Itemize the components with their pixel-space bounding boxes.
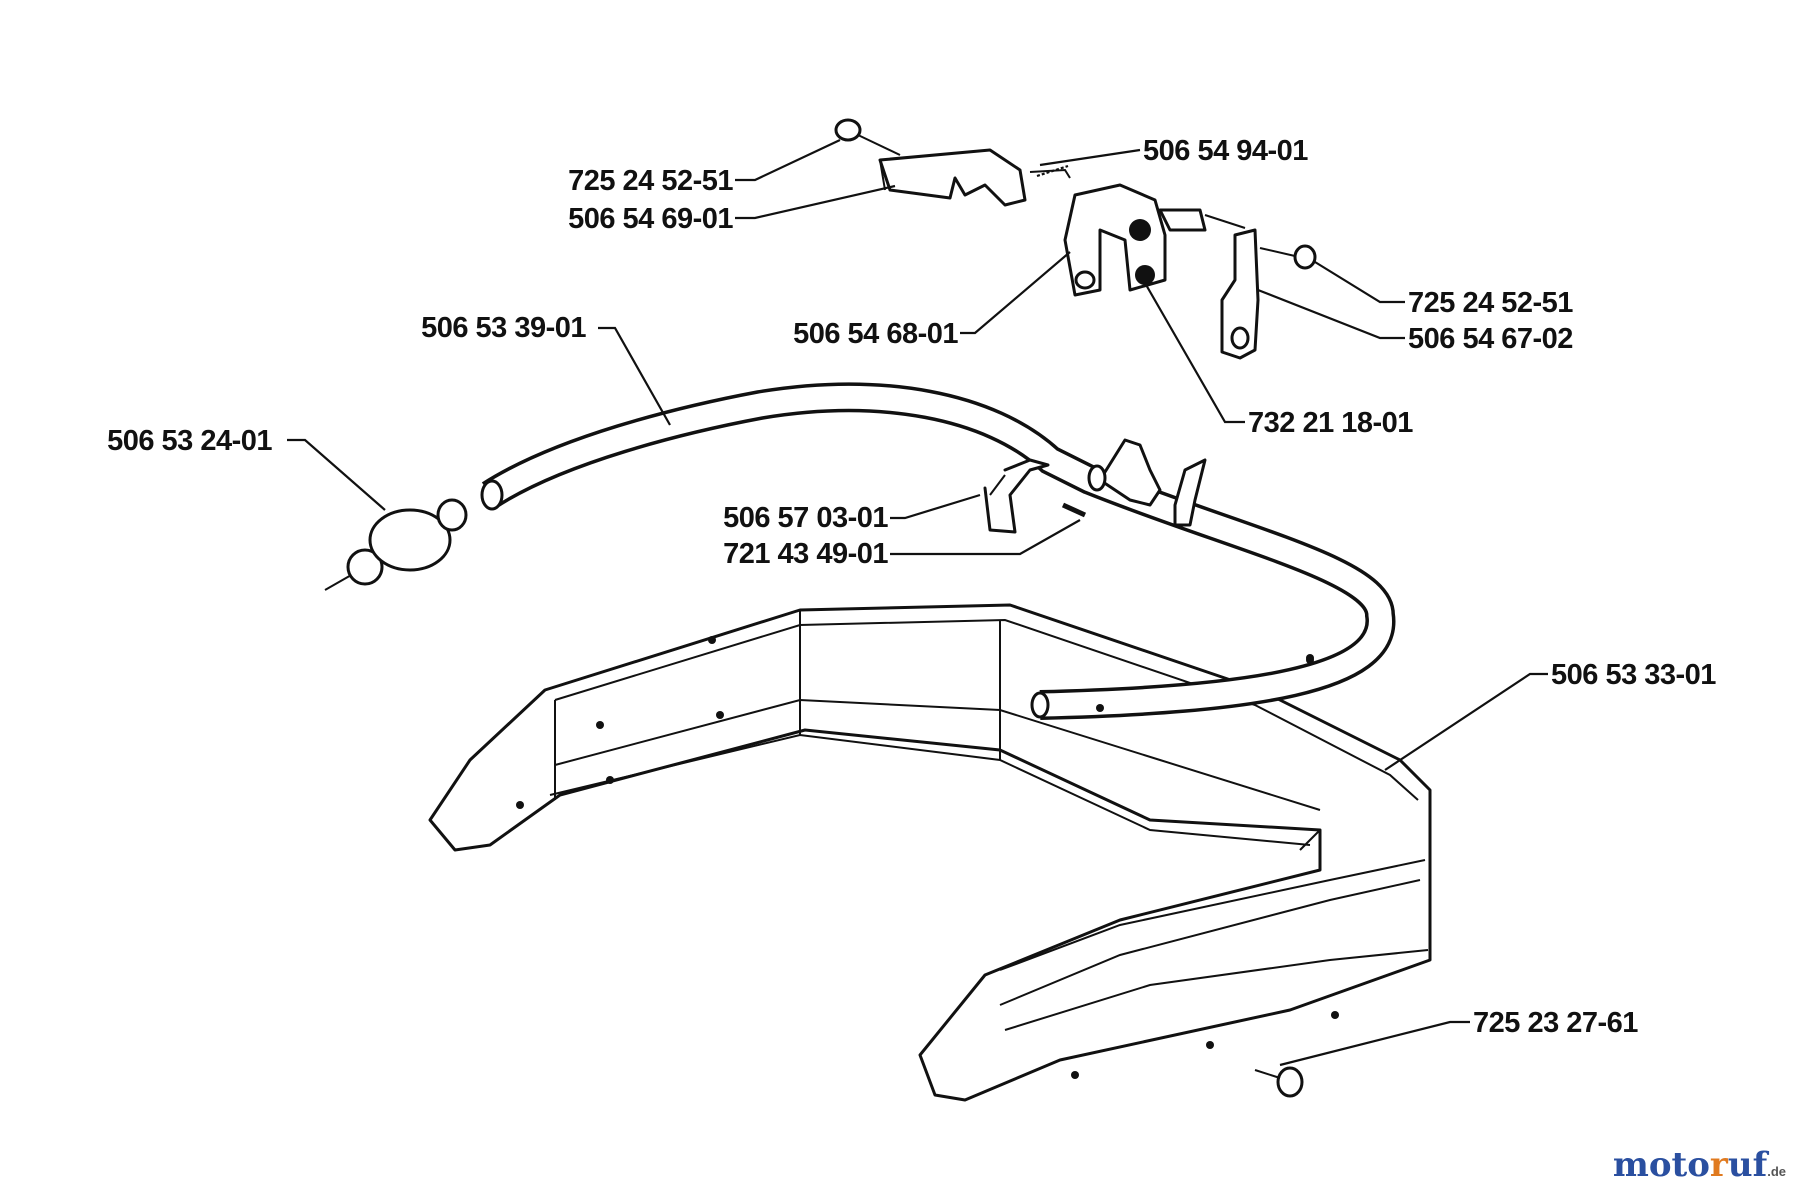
center-brackets xyxy=(1063,183,1246,297)
watermark-text-2: r xyxy=(1709,1145,1728,1185)
part-label-506-57-03-01: 506 57 03-01 xyxy=(723,502,888,534)
part-label-506-54-68-01: 506 54 68-01 xyxy=(793,318,958,350)
part-label-725-23-27-61: 725 23 27-61 xyxy=(1473,1007,1638,1039)
part-labels: 725 24 52-51 506 54 69-01 506 54 94-01 5… xyxy=(107,135,1717,1039)
right-bracket xyxy=(1220,228,1317,360)
part-label-506-54-69-01: 506 54 69-01 xyxy=(568,203,733,235)
top-bracket xyxy=(834,118,1071,207)
watermark-text-1: moto xyxy=(1612,1145,1710,1185)
part-label-506-53-39-01: 506 53 39-01 xyxy=(421,312,586,344)
watermark-logo: motoruf.de xyxy=(1613,1145,1786,1185)
part-label-506-54-67-02: 506 54 67-02 xyxy=(1408,323,1573,355)
part-label-725-24-52-51-right: 725 24 52-51 xyxy=(1408,287,1573,319)
part-label-721-43-49-01: 721 43 49-01 xyxy=(723,538,888,570)
primer-bulb xyxy=(324,498,468,591)
part-label-506-53-24-01: 506 53 24-01 xyxy=(107,425,272,457)
tube-bracket xyxy=(1087,438,1207,527)
clip-and-pin xyxy=(983,458,1087,534)
part-label-732-21-18-01: 732 21 18-01 xyxy=(1248,407,1413,439)
leader-lines xyxy=(287,139,1548,1098)
part-label-725-24-52-51-top: 725 24 52-51 xyxy=(568,165,733,197)
watermark-suffix: .de xyxy=(1767,1164,1786,1179)
part-label-506-54-94-01: 506 54 94-01 xyxy=(1143,135,1308,167)
watermark-text-3: uf xyxy=(1727,1145,1768,1185)
part-label-506-53-33-01: 506 53 33-01 xyxy=(1551,659,1716,691)
